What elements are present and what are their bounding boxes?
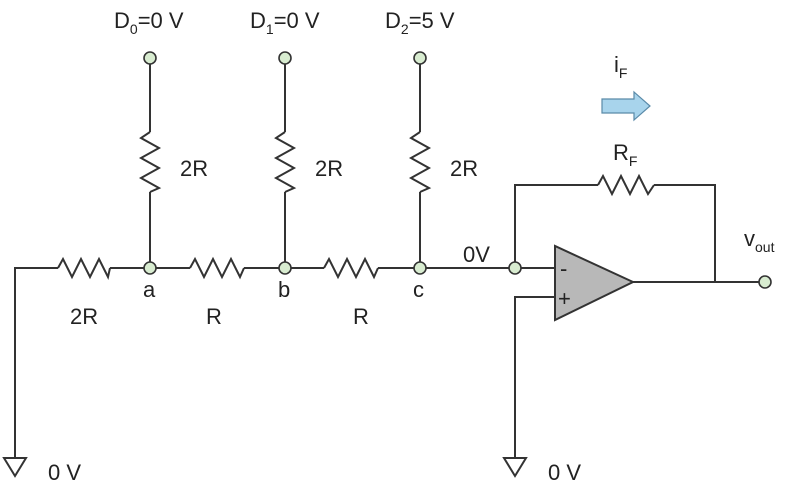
node-inverting: [508, 261, 522, 275]
resistor-label-ladder-2r: 2R: [70, 304, 98, 329]
feedback-left-wire: [514, 184, 598, 268]
resistor-label-d0: 2R: [180, 156, 208, 181]
noninverting-ground-wire: [514, 296, 555, 458]
node-b: [278, 261, 292, 275]
resistor-2r-d1: [273, 131, 297, 193]
resistor-label-d1: 2R: [315, 156, 343, 181]
input-label-d2: D2=5 V: [385, 8, 455, 37]
current-label: iF: [614, 52, 627, 81]
resistors: [57, 131, 655, 280]
ground-icon-left: [2, 457, 28, 478]
inverting-node-voltage-label: 0V: [463, 242, 490, 267]
output-label: vout: [744, 226, 775, 255]
resistor-label-ab: R: [206, 304, 222, 329]
terminal-d1: [278, 51, 292, 65]
resistor-r-bc: [323, 256, 379, 280]
terminal-d2: [413, 51, 427, 65]
feedback-right-wire: [654, 184, 716, 282]
ground-icon-right: [502, 457, 528, 478]
node-label-c: c: [413, 277, 424, 302]
node-c: [413, 261, 427, 275]
opamp-minus-label: -: [560, 256, 567, 281]
nodes: [143, 51, 772, 289]
resistor-2r-ladder: [57, 256, 111, 280]
node-label-a: a: [143, 277, 156, 302]
left-ground-wire: [14, 267, 58, 458]
terminal-vout: [758, 275, 772, 289]
resistor-label-bc: R: [353, 304, 369, 329]
feedback-resistor-label: RF: [613, 140, 637, 169]
input-label-d1: D1=0 V: [250, 8, 320, 37]
resistor-2r-d0: [138, 131, 162, 193]
ground-label-left: 0 V: [48, 460, 81, 485]
current-arrow-icon: [601, 90, 651, 122]
terminal-d0: [143, 51, 157, 65]
resistor-label-d2: 2R: [450, 156, 478, 181]
resistor-2r-d2: [408, 131, 432, 193]
node-a: [143, 261, 157, 275]
opamp-triangle: [554, 244, 636, 322]
input-label-d0: D0=0 V: [114, 8, 184, 37]
resistor-r-ab: [189, 256, 245, 280]
ground-label-right: 0 V: [548, 460, 581, 485]
wires: [14, 58, 765, 458]
resistor-rf: [597, 173, 655, 197]
node-label-b: b: [278, 277, 290, 302]
opamp-plus-label: +: [558, 286, 571, 311]
